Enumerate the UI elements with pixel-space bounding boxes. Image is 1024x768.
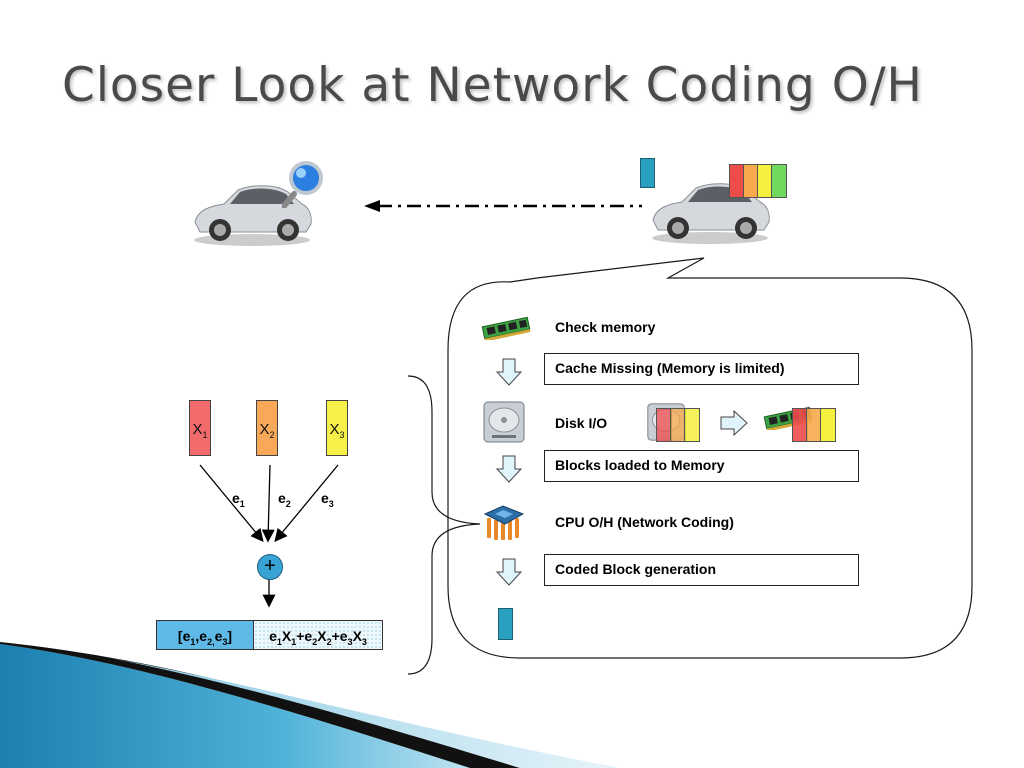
- combination-arrows: [199, 464, 339, 608]
- hard-disk-icon: [483, 401, 525, 443]
- down-arrow-icon: [495, 455, 523, 483]
- sender-car: [640, 158, 790, 248]
- block-x1: X1: [189, 400, 211, 456]
- coefficient-vector: [e1,e2,e3]: [156, 620, 254, 650]
- coded-packet: [498, 608, 513, 640]
- block-x3: X3: [326, 400, 348, 456]
- check-memory-label: Check memory: [555, 319, 656, 335]
- memory-with-blocks: [762, 402, 838, 444]
- curly-brace: [407, 375, 481, 675]
- cache-missing-box: Cache Missing (Memory is limited): [544, 353, 859, 385]
- coefficient-e3: e3: [321, 490, 334, 509]
- memory-chip-icon: [481, 316, 531, 340]
- transmission-arrow: [364, 200, 642, 212]
- xor-operator: +: [257, 554, 283, 580]
- coded-packet: [640, 158, 655, 188]
- coded-block-box: Coded Block generation: [544, 554, 859, 586]
- cpu-oh-label: CPU O/H (Network Coding): [555, 514, 734, 530]
- down-arrow-icon: [495, 358, 523, 386]
- magnifier-icon: [282, 161, 323, 208]
- coefficient-e1: e1: [232, 490, 245, 509]
- disk-io-label: Disk I/O: [555, 415, 608, 431]
- block-x2: X2: [256, 400, 278, 456]
- blocks-loaded-box: Blocks loaded to Memory: [544, 450, 859, 482]
- coefficient-e2: e2: [278, 490, 291, 509]
- linear-combination: e1X1+e2X2+e3X3: [253, 620, 383, 650]
- slide-title: Closer Look at Network Coding O/H: [62, 58, 923, 113]
- corner-swoosh: [0, 642, 620, 768]
- receiver-car: [190, 160, 330, 246]
- cpu-icon: [483, 505, 525, 540]
- right-arrow-icon: [720, 410, 748, 436]
- disk-with-blocks: [646, 400, 700, 444]
- down-arrow-icon: [495, 558, 523, 586]
- block-stack: [729, 164, 787, 198]
- car-icon: [194, 185, 312, 246]
